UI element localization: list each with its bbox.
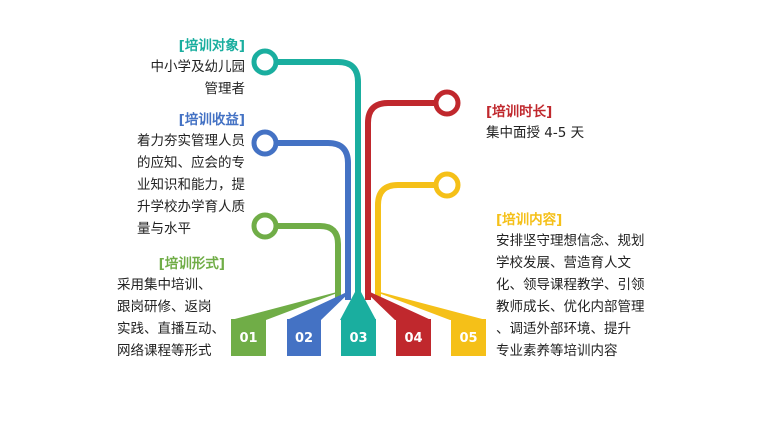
body-form: 采用集中培训、 跟岗研修、返岗 实践、直播互动、 网络课程等形式	[117, 277, 225, 359]
section-form: [培训形式] 采用集中培训、 跟岗研修、返岗 实践、直播互动、 网络课程等形式	[85, 254, 225, 362]
tab-label-03: 03	[349, 331, 367, 346]
body-duration: 集中面授 4-5 天	[486, 125, 585, 141]
funnel-yellow	[376, 292, 486, 320]
tab-label-01: 01	[239, 331, 257, 346]
section-duration: [培训时长] 集中面授 4-5 天	[486, 102, 666, 144]
tab-02	[287, 319, 321, 356]
heading-content: [培训内容]	[496, 212, 563, 228]
tab-04	[396, 319, 431, 356]
tab-03	[341, 319, 376, 356]
body-target: 中小学及幼儿园 管理者	[150, 59, 246, 97]
funnel-red	[366, 292, 431, 320]
funnel-teal	[340, 292, 376, 320]
circle-yellow	[433, 171, 461, 199]
line-teal	[278, 59, 361, 300]
line-blue	[278, 140, 351, 300]
heading-target: [培训对象]	[178, 38, 245, 54]
circle-red	[433, 89, 461, 117]
line-yellow	[375, 182, 434, 300]
circle-blue	[251, 129, 279, 157]
line-green	[278, 223, 341, 300]
heading-form: [培训形式]	[158, 256, 225, 272]
section-target: [培训对象] 中小学及幼儿园 管理者	[105, 36, 246, 100]
tab-01	[231, 319, 266, 356]
circle-teal	[251, 48, 279, 76]
body-content: 安排坚守理想信念、规划 学校发展、营造育人文 化、领导课程教学、引领 教师成长、…	[496, 233, 645, 359]
funnel-blue	[287, 292, 350, 320]
tab-05	[451, 319, 486, 356]
tab-label-05: 05	[459, 331, 477, 346]
heading-duration: [培训时长]	[486, 104, 553, 120]
section-benefit: [培训收益] 着力夯实管理人员 的应知、应会的专 业知识和能力，提 升学校办学育…	[95, 110, 245, 240]
funnel-green	[231, 292, 340, 320]
heading-benefit: [培训收益]	[178, 112, 245, 128]
section-content: [培训内容] 安排坚守理想信念、规划 学校发展、营造育人文 化、领导课程教学、引…	[496, 210, 686, 362]
body-benefit: 着力夯实管理人员 的应知、应会的专 业知识和能力，提 升学校办学育人质 量与水平	[137, 133, 245, 237]
tab-label-04: 04	[404, 331, 422, 346]
line-red	[365, 100, 434, 300]
tab-label-02: 02	[295, 331, 313, 346]
circle-green	[251, 212, 279, 240]
